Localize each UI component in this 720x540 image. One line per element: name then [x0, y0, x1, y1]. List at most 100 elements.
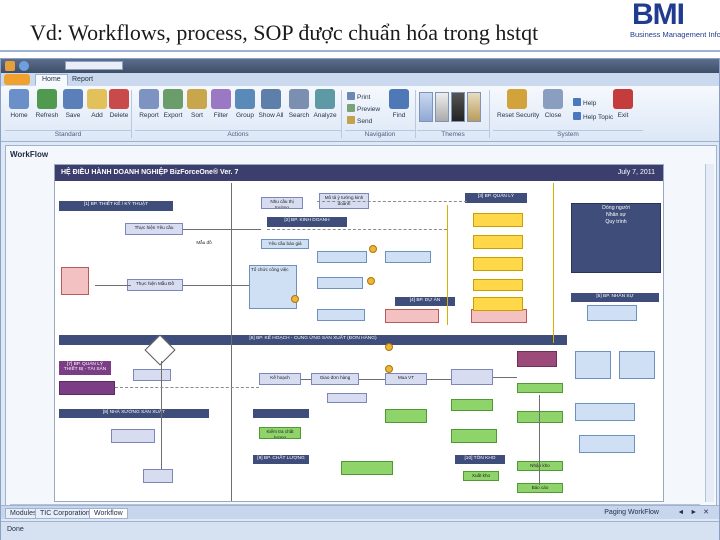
node-workshop-2[interactable]: [111, 429, 155, 443]
node-mgmt-1[interactable]: [473, 213, 523, 227]
node-mgmt-5[interactable]: [473, 297, 523, 311]
reset-security-button[interactable]: Reset Security: [497, 89, 539, 129]
save-button[interactable]: Save: [59, 89, 87, 129]
node-project-red[interactable]: [385, 309, 439, 323]
ribbon-separator: [131, 90, 132, 138]
analyze-button[interactable]: Analyze: [311, 89, 339, 129]
help-button[interactable]: Help: [573, 98, 596, 108]
node-org-work[interactable]: Tổ chức công việc: [249, 265, 297, 309]
node-hr-5[interactable]: [579, 435, 635, 453]
export-button[interactable]: Export: [159, 89, 187, 129]
analyze-icon: [315, 89, 335, 109]
node-mgmt-3[interactable]: [473, 257, 523, 271]
preview-icon: [347, 104, 355, 112]
node-green-3[interactable]: [385, 409, 427, 423]
theme-swatch[interactable]: [451, 92, 465, 122]
node-request[interactable]: Thực hiện Yêu cầu: [125, 223, 183, 235]
connector-line: [553, 183, 554, 343]
node-plan-b[interactable]: [451, 369, 493, 385]
close-icon: [543, 89, 563, 109]
lane-factory: [7] BP. QUẢN LÝ THIẾT BỊ - TÀI SẢN: [59, 361, 111, 375]
node-quote-request[interactable]: Yêu cầu báo giá: [261, 239, 309, 249]
tab-workflow[interactable]: Workflow: [89, 508, 128, 519]
quick-search-input[interactable]: [65, 61, 123, 70]
group-themes: Themes: [417, 130, 489, 140]
node-qc[interactable]: Kiểm tra chất lượng: [259, 427, 301, 439]
report-button[interactable]: Report: [135, 89, 163, 129]
ribbon-separator: [415, 90, 416, 138]
sort-button[interactable]: Sort: [183, 89, 211, 129]
home-icon: [9, 89, 29, 109]
node-sales-box-b[interactable]: [317, 277, 363, 289]
lane-quality: [9] BP. CHẤT LƯỢNG: [253, 455, 309, 464]
group-button[interactable]: Group: [231, 89, 259, 129]
node-workshop-3[interactable]: [143, 469, 173, 483]
print-button[interactable]: Print: [347, 92, 370, 102]
find-button[interactable]: Find: [385, 89, 413, 129]
filter-button[interactable]: Filter: [207, 89, 235, 129]
close-button[interactable]: Close: [539, 89, 567, 129]
node-buy-material[interactable]: Mua VT: [385, 373, 427, 385]
exit-button[interactable]: Exit: [609, 89, 637, 129]
tab-report[interactable]: Report: [72, 76, 94, 83]
paging-label: Paging WorkFlow: [604, 509, 659, 516]
app-menu-icon[interactable]: [5, 61, 15, 71]
preview-button[interactable]: Preview: [347, 104, 380, 114]
node-hr-3[interactable]: [619, 351, 655, 379]
node-stock-in[interactable]: Nhập kho: [517, 461, 563, 471]
paging-arrows-icon[interactable]: ◄ ► ✕: [677, 509, 711, 516]
tab-corporation[interactable]: TIC Corporation: [35, 508, 95, 519]
node-green-6[interactable]: [341, 461, 393, 475]
node-plan[interactable]: Kế hoạch: [259, 373, 301, 385]
node-project-3[interactable]: [327, 393, 367, 403]
node-tech-red[interactable]: [61, 267, 89, 295]
node-project-red-2[interactable]: [471, 309, 527, 323]
node-workshop-1[interactable]: [133, 369, 171, 381]
node-green-2[interactable]: [451, 399, 493, 411]
theme-swatch[interactable]: [467, 92, 481, 122]
status-text: Done: [7, 526, 24, 533]
node-eval[interactable]: [517, 351, 557, 367]
theme-swatch[interactable]: [435, 92, 449, 122]
vertical-scrollbar[interactable]: [705, 164, 714, 502]
node-mgmt-4[interactable]: [473, 279, 523, 291]
lane-warehouse: [10] TỒN KHO: [455, 455, 505, 464]
show-all-button[interactable]: Show All: [257, 89, 285, 129]
delete-button[interactable]: Delete: [105, 89, 133, 129]
application-orb[interactable]: [4, 74, 30, 85]
node-order-delivery[interactable]: Giao đơn hàng: [311, 373, 359, 385]
node-sample-exec[interactable]: Thực hiện Mẫu Đồ: [127, 279, 183, 291]
node-hr-4[interactable]: [575, 403, 635, 421]
node-report[interactable]: Báo cáo: [517, 483, 563, 493]
theme-swatch[interactable]: [419, 92, 433, 122]
node-factory-2[interactable]: [59, 381, 115, 395]
node-green-1[interactable]: [517, 383, 563, 393]
node-green-5[interactable]: [451, 429, 497, 443]
connector-line: [161, 361, 162, 469]
refresh-button[interactable]: Refresh: [33, 89, 61, 129]
quick-access-icon[interactable]: [19, 61, 29, 71]
refresh-icon: [37, 89, 57, 109]
node-stock-out[interactable]: Xuất kho: [463, 471, 499, 481]
node-hr-1[interactable]: [587, 305, 637, 321]
add-button[interactable]: Add: [83, 89, 111, 129]
node-mgmt-2[interactable]: [473, 235, 523, 249]
search-button[interactable]: Search: [285, 89, 313, 129]
divider-line: [231, 183, 232, 501]
bmi-logo: BMI Business Management Info: [628, 0, 720, 48]
connector-line: [447, 205, 448, 325]
node-market-need[interactable]: Nhu cầu thị trường: [261, 197, 303, 209]
node-hr-2[interactable]: [575, 351, 611, 379]
tab-home[interactable]: Home: [35, 74, 68, 86]
node-people-panel[interactable]: Dòng người Nhân sự Quy trình: [571, 203, 661, 273]
node-sales-box-c[interactable]: [385, 251, 431, 263]
ribbon-tab-row: Home Report: [1, 73, 719, 86]
node-sales-box-a[interactable]: [317, 251, 367, 263]
help-topic-icon: [573, 112, 581, 120]
workflow-diagram[interactable]: HỆ ĐIỀU HÀNH DOANH NGHIỆP BizForceOne® V…: [54, 164, 664, 502]
home-button[interactable]: Home: [5, 89, 33, 129]
node-green-4[interactable]: [517, 411, 563, 423]
send-button[interactable]: Send: [347, 116, 372, 126]
help-topic-button[interactable]: Help Topic: [573, 112, 613, 122]
node-sales-box-d[interactable]: [317, 309, 365, 321]
